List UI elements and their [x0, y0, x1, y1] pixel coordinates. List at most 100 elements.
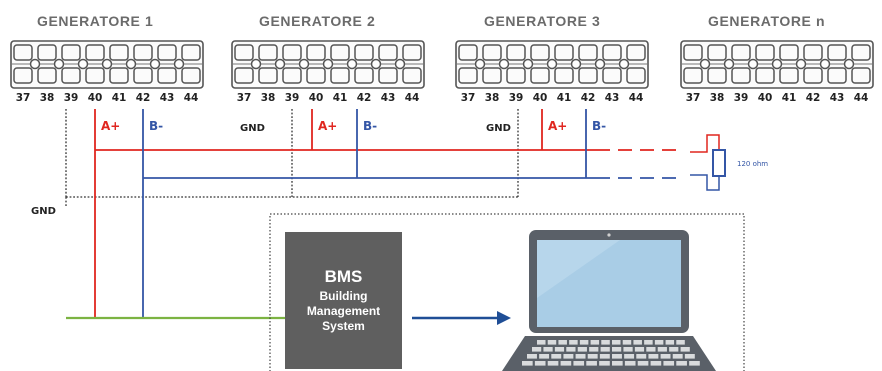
terminal-cell-top: [85, 44, 105, 61]
resistor-lead-b: [690, 174, 720, 191]
terminal-cell-bottom: [683, 67, 703, 84]
a-plus-label-1: A+: [101, 119, 120, 133]
bms-box: BMS Building Management System: [285, 232, 402, 369]
terminal-cell-top: [683, 44, 703, 61]
laptop-key: [665, 340, 675, 345]
laptop-key: [577, 347, 587, 352]
terminal-number-41: 41: [557, 92, 572, 104]
terminal-cell-bottom: [707, 67, 727, 84]
terminal-screw: [594, 58, 606, 70]
laptop-key: [590, 340, 600, 345]
bms-subtitle: Building Management System: [306, 289, 381, 333]
terminal-screw: [474, 58, 486, 70]
terminal-cell-bottom: [731, 67, 751, 84]
terminal-cell-top: [13, 44, 33, 61]
terminal-cell-bottom: [803, 67, 823, 84]
laptop-key: [644, 340, 653, 345]
terminal-screw: [346, 58, 358, 70]
terminal-screw: [498, 58, 510, 70]
terminal-screw: [322, 58, 334, 70]
gnd-label-left: GND: [31, 206, 56, 217]
terminal-cell-top: [133, 44, 153, 61]
terminal-cell-bottom: [755, 67, 775, 84]
terminal-screw: [570, 58, 582, 70]
terminal-screw: [250, 58, 262, 70]
terminal-cell-bottom: [851, 67, 871, 84]
terminal-screw: [101, 58, 113, 70]
terminal-cell-bottom: [61, 67, 81, 84]
terminal-screw: [274, 58, 286, 70]
laptop-key: [566, 347, 576, 352]
terminal-screw: [747, 58, 759, 70]
terminal-cell-bottom: [626, 67, 646, 84]
terminal-number-39: 39: [64, 92, 79, 104]
terminal-number-39: 39: [509, 92, 524, 104]
terminal-cell-top: [755, 44, 775, 61]
terminal-cell-bottom: [13, 67, 33, 84]
laptop-key: [575, 354, 586, 359]
laptop-key: [554, 347, 565, 352]
terminal-cell-top: [234, 44, 254, 61]
laptop-key: [599, 361, 610, 366]
terminal-cell-top: [851, 44, 871, 61]
terminal-number-42: 42: [806, 92, 821, 104]
laptop-key: [622, 340, 632, 345]
terminal-cell-top: [402, 44, 422, 61]
laptop-key: [637, 361, 649, 366]
terminal-cell-top: [37, 44, 57, 61]
terminal-number-40: 40: [309, 92, 324, 104]
resistor-body: [712, 149, 726, 177]
terminal-screw: [723, 58, 735, 70]
terminal-number-41: 41: [112, 92, 127, 104]
terminal-cell-bottom: [506, 67, 526, 84]
terminal-cell-bottom: [37, 67, 57, 84]
laptop-key: [623, 347, 633, 352]
laptop-key: [663, 361, 675, 366]
terminal-cell-bottom: [530, 67, 550, 84]
terminal-number-43: 43: [381, 92, 396, 104]
laptop-key: [587, 354, 598, 359]
laptop-key: [589, 347, 599, 352]
terminal-cell-bottom: [354, 67, 374, 84]
terminal-number-44: 44: [854, 92, 869, 104]
terminal-screw: [173, 58, 185, 70]
terminal-number-37: 37: [237, 92, 252, 104]
laptop-key: [669, 347, 679, 352]
terminal-screw: [843, 58, 855, 70]
terminal-cell-top: [731, 44, 751, 61]
laptop-key: [684, 354, 695, 359]
terminal-number-40: 40: [88, 92, 103, 104]
terminal-number-43: 43: [605, 92, 620, 104]
laptop-key: [676, 340, 685, 345]
laptop-icon: [502, 230, 716, 371]
terminal-cell-top: [181, 44, 201, 61]
terminal-screw: [29, 58, 41, 70]
laptop-key: [633, 340, 642, 345]
terminal-number-40: 40: [758, 92, 773, 104]
laptop-key: [569, 340, 578, 345]
terminal-cell-bottom: [109, 67, 129, 84]
terminal-number-43: 43: [830, 92, 845, 104]
laptop-key: [612, 347, 622, 352]
terminal-number-43: 43: [160, 92, 175, 104]
terminal-cell-top: [109, 44, 129, 61]
laptop-key: [539, 354, 550, 359]
terminal-screw: [125, 58, 137, 70]
laptop-key: [573, 361, 585, 366]
terminal-number-42: 42: [136, 92, 151, 104]
terminal-screw: [394, 58, 406, 70]
terminal-cell-bottom: [306, 67, 326, 84]
terminal-cell-top: [779, 44, 799, 61]
resistor-icon: 120 ohm: [690, 134, 768, 191]
terminal-number-40: 40: [533, 92, 548, 104]
laptop-key: [563, 354, 574, 359]
terminal-number-38: 38: [485, 92, 500, 104]
laptop-key: [543, 347, 553, 352]
terminal-number-44: 44: [629, 92, 644, 104]
